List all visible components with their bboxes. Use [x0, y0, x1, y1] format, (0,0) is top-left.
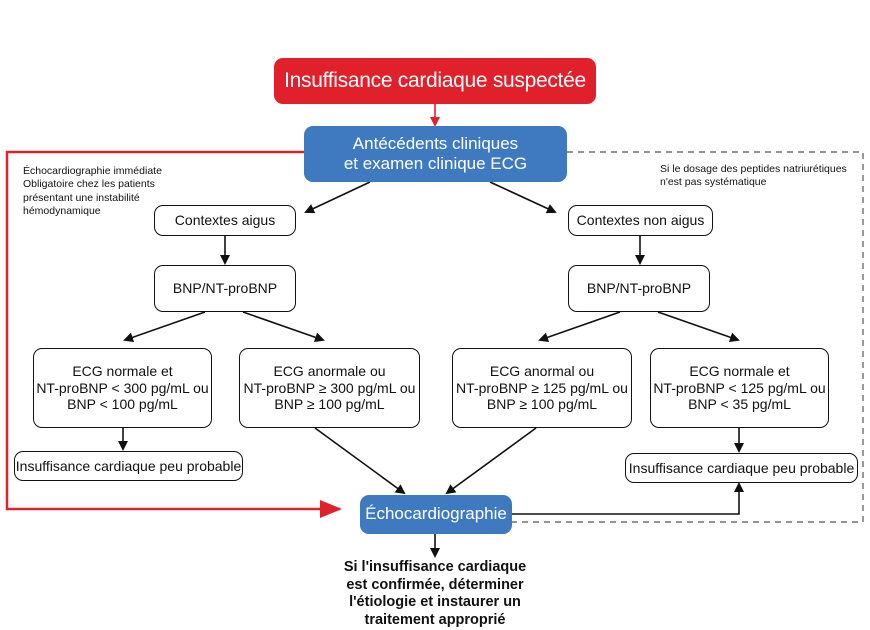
criteria-line: NT-proBNP ≥ 300 pg/mL ou [243, 379, 416, 396]
criteria-line: ECG normale et [72, 362, 173, 379]
final-line: traitement approprié [364, 612, 506, 629]
history-line-2: et examen clinique ECG [343, 154, 528, 173]
acute-context-box: Contextes aigus [154, 205, 296, 236]
criteria-line: NT-proBNP < 300 pg/mL ou [36, 379, 209, 396]
red-path-immediate-echo [5, 150, 342, 518]
nonacute-unlikely-label: Insuffisance cardiaque peu probable [628, 459, 855, 476]
arrow-nonacute-bnp-to-abnormal [538, 311, 621, 343]
criteria-line: BNP < 100 pg/mL [67, 396, 178, 413]
nonacute-abnormal-box: ECG anormal ou NT-proBNP ≥ 125 pg/mL ou … [452, 348, 632, 428]
echocardiography-label: Échocardiographie [365, 504, 507, 524]
criteria-line: ECG normale et [689, 362, 790, 379]
history-line-1: Antécédents cliniques [352, 133, 519, 153]
history-exam-box: Antécédents cliniques et examen clinique… [304, 126, 567, 182]
acute-context-label: Contextes aigus [174, 212, 276, 229]
nonacute-bnp-box: BNP/NT-proBNP [568, 265, 710, 312]
criteria-line: NT-proBNP < 125 pg/mL ou [653, 379, 826, 396]
arrow-acute-abnormal-to-echo [314, 427, 406, 495]
arrow-echo-to-unlikely [512, 482, 744, 515]
suspected-heart-failure-label: Insuffisance cardiaque suspectée [284, 69, 586, 93]
arrow-acute-bnp-to-abnormal [242, 311, 325, 343]
acute-unlikely-box: Insuffisance cardiaque peu probable [14, 451, 243, 481]
note-line: présentant une instabilité [23, 191, 140, 204]
arrow-nonacute-bnp-to-normal [657, 311, 740, 343]
nonacute-bnp-label: BNP/NT-proBNP [586, 280, 692, 297]
acute-bnp-box: BNP/NT-proBNP [154, 265, 296, 312]
note-line: Obligatoire chez les patients [23, 178, 155, 191]
criteria-line: ECG anormal ou [489, 362, 595, 379]
criteria-line: BNP ≥ 100 pg/mL [486, 396, 598, 413]
echocardiography-box: Échocardiographie [360, 495, 512, 534]
nonacute-context-box: Contextes non aigus [568, 205, 713, 236]
criteria-line: BNP < 35 pg/mL [688, 396, 791, 413]
final-line: est confirmée, déterminer [346, 576, 524, 593]
nonacute-unlikely-box: Insuffisance cardiaque peu probable [625, 453, 858, 483]
acute-abnormal-box: ECG anormale ou NT-proBNP ≥ 300 pg/mL ou… [239, 348, 420, 428]
final-line: Si l'insuffisance cardiaque [343, 559, 527, 575]
note-line: n'est pas systématique [660, 176, 767, 189]
note-line: Échocardiographie immédiate [23, 165, 162, 177]
nonacute-normal-box: ECG normale et NT-proBNP < 125 pg/mL ou … [650, 348, 829, 428]
criteria-line: BNP ≥ 100 pg/mL [274, 396, 385, 413]
note-line: Si le dosage des peptides natriurétiques [660, 163, 847, 175]
acute-bnp-label: BNP/NT-proBNP [172, 280, 278, 297]
final-line: l'étiologie et instaurer un [349, 594, 521, 611]
arrow-nonacute-abnormal-to-echo [445, 427, 537, 495]
dashed-path-no-peptides [512, 151, 864, 523]
final-recommendation: Si l'insuffisance cardiaque est confirmé… [310, 559, 560, 630]
acute-unlikely-label: Insuffisance cardiaque peu probable [15, 457, 242, 474]
immediate-echo-note: Échocardiographie immédiate Obligatoire … [23, 165, 162, 219]
note-line: hémodynamique [23, 205, 101, 218]
criteria-line: NT-proBNP ≥ 125 pg/mL ou [456, 379, 628, 396]
criteria-line: ECG anormale ou [273, 362, 386, 379]
acute-normal-box: ECG normale et NT-proBNP < 300 pg/mL ou … [33, 348, 212, 428]
arrow-history-to-acute [304, 181, 371, 214]
nonacute-context-label: Contextes non aigus [576, 212, 705, 229]
suspected-heart-failure-box: Insuffisance cardiaque suspectée [274, 58, 596, 104]
arrow-acute-bnp-to-normal [123, 311, 206, 343]
arrow-history-to-nonacute [489, 181, 557, 214]
no-peptide-note: Si le dosage des peptides natriurétiques… [660, 163, 847, 190]
